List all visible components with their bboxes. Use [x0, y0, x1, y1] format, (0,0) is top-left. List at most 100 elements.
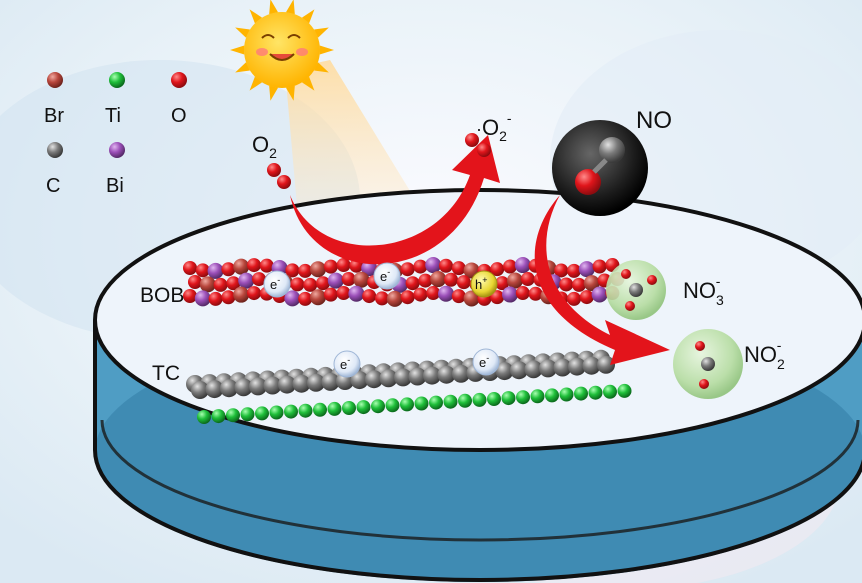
o-atom	[183, 289, 197, 303]
ti-atom	[414, 396, 429, 411]
legend-item-bi: Bi	[106, 142, 125, 197]
c-atom	[539, 359, 557, 378]
no-label: NO	[636, 107, 672, 134]
c-atom	[437, 365, 456, 384]
o-atom	[226, 276, 241, 291]
c-atom	[205, 380, 224, 399]
svg-text:h+: h+	[475, 275, 488, 292]
c-atom	[278, 375, 296, 394]
legend-item-o: O	[171, 72, 187, 127]
c-atom	[292, 374, 311, 393]
svg-text:Bi: Bi	[106, 175, 124, 197]
o-atom	[520, 272, 535, 287]
sun-ray	[269, 85, 279, 101]
ti-atom	[255, 406, 269, 421]
superoxide-molecule	[465, 133, 491, 157]
o-atom	[567, 263, 581, 278]
ti-atom	[603, 384, 617, 399]
bi-atom	[438, 285, 454, 302]
ti-atom	[342, 401, 356, 415]
no-molecule	[552, 120, 648, 216]
ti-atom	[617, 383, 632, 398]
c-atom	[423, 366, 441, 385]
electron-bob-2: e-	[373, 262, 401, 290]
legend-item-br: Br	[44, 72, 64, 127]
o-atom	[362, 289, 377, 304]
ti-atom	[327, 401, 342, 416]
ti-atom	[545, 388, 559, 403]
sun-ray	[269, 0, 279, 15]
bi-atom	[591, 286, 608, 303]
br-atom	[353, 271, 370, 288]
o-atom	[188, 275, 202, 289]
ti-atom	[226, 408, 240, 423]
br-atom	[310, 261, 326, 278]
bi-atom	[514, 257, 531, 274]
o-atom	[375, 291, 389, 306]
c-atom	[394, 368, 412, 387]
ti-atom	[559, 387, 574, 402]
c-atom	[597, 355, 615, 374]
tc-layer	[186, 349, 632, 424]
o-atom	[444, 272, 458, 287]
o-atom	[247, 286, 261, 301]
svg-text:e-: e-	[380, 267, 390, 284]
ti-atom	[472, 392, 487, 407]
electron-tc-1: e-	[333, 350, 361, 378]
no2-molecule	[673, 329, 743, 399]
o-atom	[592, 259, 607, 274]
electron-bob-1: e-	[263, 270, 291, 298]
o2-molecule	[267, 163, 291, 189]
o-atom	[400, 262, 415, 277]
o-atom	[341, 272, 356, 287]
o-atom	[413, 287, 428, 302]
legend: Br Ti O C Bi	[44, 72, 187, 197]
tc-label: TC	[152, 362, 180, 385]
ti-atom	[313, 402, 327, 417]
ti-atom	[429, 395, 443, 410]
c-atom	[524, 360, 543, 379]
o-atom	[400, 290, 415, 305]
c-atom	[495, 362, 514, 381]
svg-text:e-: e-	[270, 275, 280, 292]
o-atom	[183, 261, 197, 275]
bi-atom	[578, 261, 595, 278]
sun-ray	[235, 27, 250, 38]
c-atom	[220, 379, 238, 398]
no3-molecule	[606, 260, 666, 320]
c-atom	[350, 371, 369, 390]
o-atom	[336, 258, 351, 273]
o-atom	[298, 291, 313, 306]
o-atom	[290, 277, 305, 292]
bi-atom	[425, 257, 442, 274]
svg-text:e-: e-	[340, 355, 350, 372]
o-atom	[579, 290, 594, 305]
ti-atom	[211, 409, 226, 424]
o-atom	[323, 287, 338, 302]
c-atom	[510, 361, 528, 380]
c-atom	[249, 377, 267, 396]
bi-atom	[327, 272, 344, 289]
c-atom	[582, 356, 601, 375]
sun-ray	[230, 45, 245, 55]
br-atom	[233, 286, 250, 303]
c-atom	[321, 372, 340, 391]
ti-atom	[284, 404, 298, 419]
o-atom	[405, 276, 420, 291]
ti-atom	[588, 385, 603, 400]
svg-text:Br: Br	[44, 105, 64, 127]
sun-ray	[285, 85, 295, 101]
ti-atom	[269, 405, 284, 420]
bi-atom	[502, 286, 518, 303]
o-atom	[503, 259, 517, 274]
ti-atom	[516, 390, 530, 405]
br-atom	[583, 275, 600, 292]
legend-item-ti: Ti	[105, 72, 125, 127]
o-atom	[418, 273, 433, 288]
c-atom	[307, 373, 325, 392]
o-atom	[559, 277, 574, 292]
o-atom	[515, 286, 530, 301]
br-atom	[310, 289, 326, 306]
o-atom	[213, 277, 228, 292]
